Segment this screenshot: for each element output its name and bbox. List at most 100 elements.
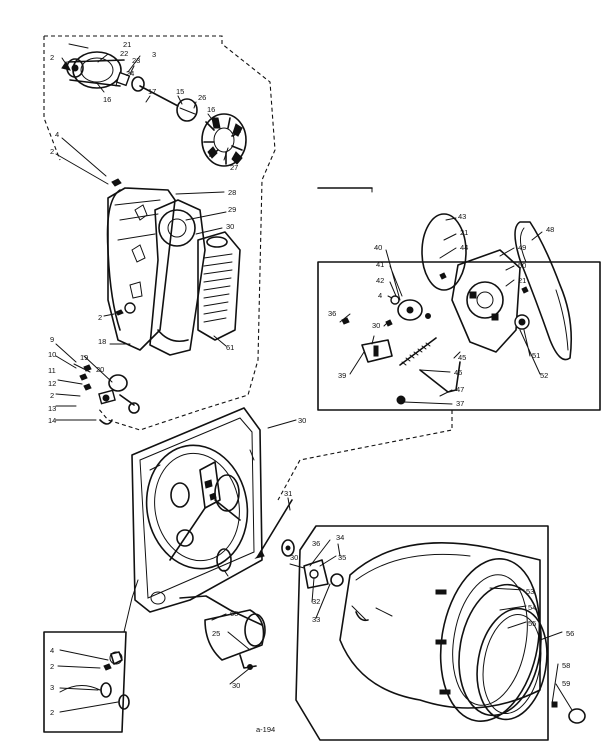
callout-label: 16 bbox=[207, 105, 215, 114]
idler-inset-frame bbox=[317, 261, 601, 411]
drum-bearing bbox=[281, 539, 295, 557]
callout-label: 53 bbox=[526, 587, 534, 596]
callout-label: 35 bbox=[338, 553, 346, 562]
callout-label: 48 bbox=[546, 225, 554, 234]
callout-label: 31 bbox=[284, 489, 292, 498]
blower-housing-group bbox=[106, 187, 241, 356]
callout-labels: 21 2 22 3 23 24 16 17 15 26 16 27 4 2 28… bbox=[48, 40, 574, 734]
small-parts-inset bbox=[43, 631, 130, 733]
rear-bulkhead bbox=[131, 407, 263, 613]
callout-label: 17 bbox=[148, 87, 156, 96]
callout-label: 30 bbox=[232, 681, 240, 690]
drive-belt-loop-small bbox=[421, 213, 467, 291]
leader-lines bbox=[55, 43, 573, 713]
callout-label: 58 bbox=[562, 661, 570, 670]
callout-label: 10 bbox=[48, 350, 56, 359]
callout-label: 20 bbox=[96, 365, 104, 374]
callout-label: 42 bbox=[376, 276, 384, 285]
callout-label: 4 bbox=[378, 291, 382, 300]
callout-label: 18 bbox=[98, 337, 106, 346]
callout-label: 33 bbox=[312, 615, 320, 624]
idler-pulley bbox=[397, 299, 423, 321]
callout-label: 51 bbox=[532, 351, 540, 360]
duct-plate bbox=[107, 187, 176, 351]
callout-label: 37 bbox=[456, 399, 464, 408]
callout-label: 16 bbox=[103, 95, 111, 104]
callout-label: 54 bbox=[528, 603, 536, 612]
callout-label: 47 bbox=[456, 385, 464, 394]
callout-label: 56 bbox=[566, 629, 574, 638]
callout-label: 2 bbox=[50, 147, 54, 156]
callout-label: 43 bbox=[458, 212, 466, 221]
callout-label: 50 bbox=[518, 261, 526, 270]
callout-label: 21 bbox=[460, 228, 468, 237]
callout-label: 27 bbox=[230, 163, 238, 172]
callout-label: 36 bbox=[312, 539, 320, 548]
callout-label: 19 bbox=[80, 353, 88, 362]
callout-label: 3 bbox=[50, 683, 54, 692]
drum-inset-frame bbox=[295, 525, 549, 741]
callout-label: 24 bbox=[126, 69, 134, 78]
drum-shell bbox=[339, 542, 541, 709]
callout-label: 41 bbox=[376, 260, 384, 269]
blower-housing bbox=[149, 199, 206, 356]
callout-label: 60 bbox=[230, 609, 238, 618]
callout-label: 15 bbox=[176, 87, 184, 96]
callout-label: 29 bbox=[228, 205, 236, 214]
idler-link-line bbox=[277, 410, 453, 501]
footer-code: a-194 bbox=[256, 725, 275, 734]
callout-label: 28 bbox=[228, 188, 236, 197]
callout-label: 2 bbox=[50, 53, 54, 62]
callout-label: 11 bbox=[48, 366, 56, 375]
callout-label: 30 bbox=[372, 321, 380, 330]
thermostat-group bbox=[98, 374, 140, 425]
callout-label: 22 bbox=[120, 49, 128, 58]
callout-label: 4 bbox=[50, 646, 54, 655]
blower-impeller bbox=[201, 113, 247, 167]
callout-label: 55 bbox=[528, 619, 536, 628]
callout-label: 34 bbox=[336, 533, 344, 542]
upper-assembly-frame bbox=[44, 35, 276, 431]
drum-shaft-leader bbox=[257, 499, 293, 557]
callout-label: 49 bbox=[518, 243, 526, 252]
callout-label: 30 bbox=[298, 416, 306, 425]
screw-icon bbox=[115, 309, 124, 316]
callout-label: 2 bbox=[50, 391, 54, 400]
roller-bracket bbox=[303, 559, 329, 589]
idler-drive-frame bbox=[317, 187, 601, 411]
callout-label: 3 bbox=[152, 50, 156, 59]
callout-label: 21 bbox=[123, 40, 131, 49]
callout-label: 4 bbox=[55, 130, 59, 139]
callout-label: 26 bbox=[198, 93, 206, 102]
callout-label: 2 bbox=[98, 313, 102, 322]
callout-label: 59 bbox=[562, 679, 570, 688]
callout-label: 2 bbox=[50, 708, 54, 717]
callout-label: 40 bbox=[374, 243, 382, 252]
motor-mount-bracket bbox=[451, 249, 521, 353]
blower-pulley-group bbox=[61, 51, 198, 122]
callout-label: 44 bbox=[460, 243, 468, 252]
drum-group bbox=[295, 525, 586, 741]
callout-label: 30 bbox=[226, 222, 234, 231]
callout-label: 2 bbox=[50, 662, 54, 671]
callout-label: 25 bbox=[212, 629, 220, 638]
callout-label: 39 bbox=[338, 371, 346, 380]
callout-label: 36 bbox=[328, 309, 336, 318]
callout-label: 45 bbox=[458, 353, 466, 362]
callout-label: 30 bbox=[290, 553, 298, 562]
capacitor-group bbox=[179, 595, 266, 670]
callout-label: 14 bbox=[48, 416, 56, 425]
callout-label: 21 bbox=[518, 276, 526, 285]
callout-label: 61 bbox=[226, 343, 234, 352]
drive-belt-main bbox=[514, 221, 573, 361]
idler-bracket bbox=[361, 339, 393, 363]
callout-label: 9 bbox=[50, 335, 54, 344]
callout-label: 13 bbox=[48, 404, 56, 413]
callout-label: 46 bbox=[454, 368, 462, 377]
screw-icon bbox=[111, 178, 122, 187]
callout-label: 32 bbox=[312, 597, 320, 606]
callout-label: 12 bbox=[48, 379, 56, 388]
lint-screen-housing bbox=[197, 231, 241, 341]
callout-label: 52 bbox=[540, 371, 548, 380]
